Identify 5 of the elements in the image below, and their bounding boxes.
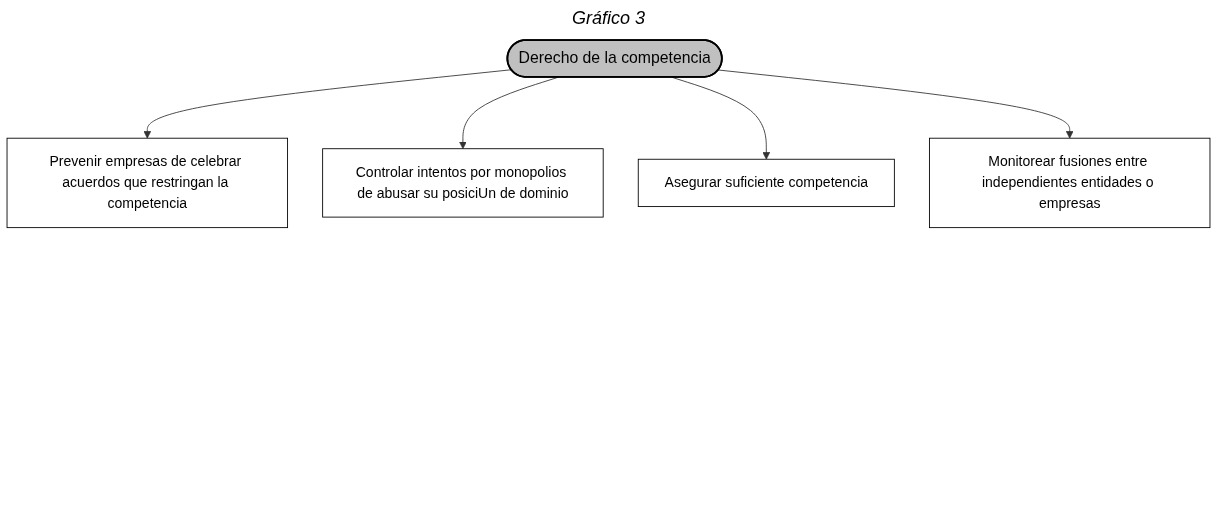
node-box: Prevenir empresas de celebrar acuerdos que restringan la competencia bbox=[6, 137, 288, 229]
node-box: Asegurar suficiente competencia bbox=[637, 158, 895, 208]
node-box: Controlar intentos por monopolios de abusar su posiciUn de dominio bbox=[322, 148, 604, 218]
diagram-title: Gráfico 3 bbox=[571, 8, 646, 29]
node-box: Monitorear fusiones entre independientes entidades o empresas bbox=[929, 137, 1211, 229]
